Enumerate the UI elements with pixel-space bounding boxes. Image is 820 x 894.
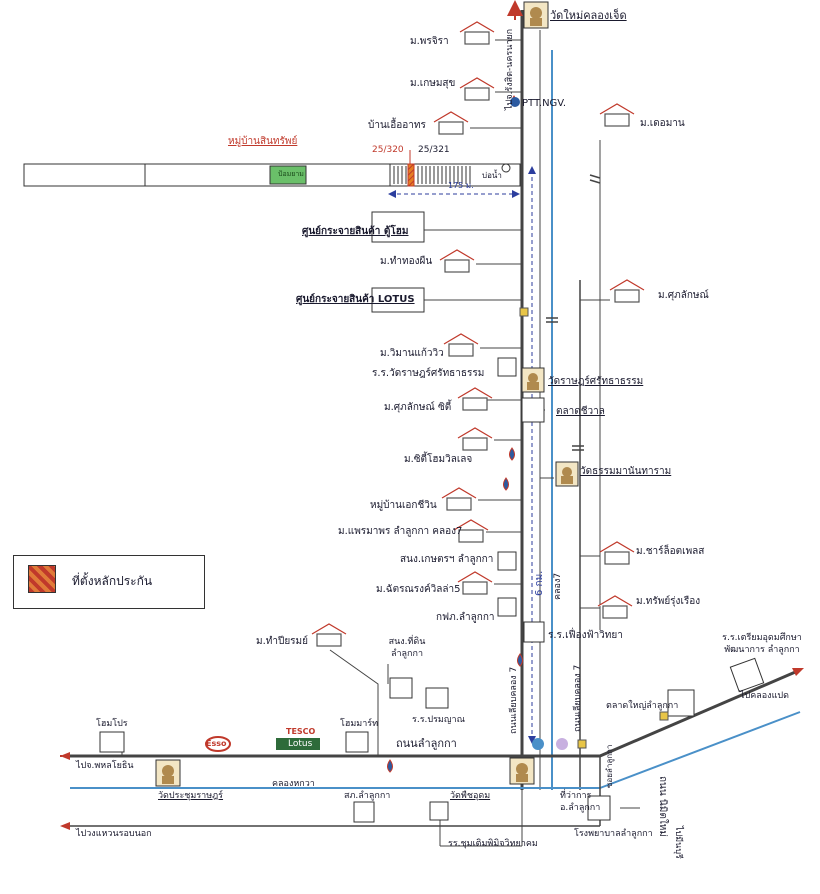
nimit-road-label: ถนน นิมิตใหม่	[657, 776, 668, 837]
village-label: หมู่บ้านเอกชีวิน	[370, 500, 437, 511]
distance-dimension	[388, 190, 520, 198]
village-label: ม.เกษมสุข	[410, 78, 456, 89]
temple-label: วัดใหม่คลองเจ็ด	[550, 9, 627, 22]
pond-icon	[501, 163, 511, 173]
tesco-label: TESCO	[286, 727, 316, 736]
main-v-road-label: ถนนเลียบคลอง 7	[509, 666, 519, 734]
place-label: โฮมมาร์ท	[340, 719, 379, 729]
east-v-road-label: ถนนเลียบคลอง 7	[573, 664, 583, 732]
lotus-logo	[276, 738, 320, 750]
connector-lines	[121, 39, 640, 847]
lower-road	[60, 822, 600, 830]
plot-label-b: 25/321	[418, 145, 450, 155]
guard-label: ป้อมยาม	[278, 170, 304, 178]
place-label: สนง.ที่ดิน ลำลูกกา	[388, 637, 426, 659]
km-dimension	[528, 166, 536, 744]
road-west-label: ไปวงแหวนรอบนอก	[76, 829, 152, 839]
place-label: โฮมโปร	[96, 719, 128, 729]
place-label: ร.ร.เตรียมอุดมศึกษา พัฒนาการ ลำลูกกา	[722, 633, 802, 655]
place-label: วัดธรรมมานันทาราม	[580, 466, 672, 477]
property-road	[23, 150, 521, 187]
village-label: ม.ชาร์ล็อตเพลส	[636, 546, 705, 557]
plot-label-a: 25/320	[372, 145, 404, 155]
place-label: สภ.ลำลูกกา	[344, 791, 391, 801]
minburi-label: ไปมีนบุรี	[673, 826, 683, 859]
legend: ที่ตั้งหลักประกัน	[13, 555, 205, 609]
road-east-label: ไปคลองแปด	[740, 691, 789, 701]
village-label: ม.ซิตี้โฮมวิลเลจ	[404, 454, 473, 465]
village-label: ม.วิมานแก้ววิว	[380, 348, 444, 359]
temple-icons	[155, 1, 579, 787]
legend-label: ที่ตั้งหลักประกัน	[72, 574, 153, 588]
main-road-label: ถนนลำลูกกา	[396, 737, 457, 750]
legend-swatch	[28, 565, 56, 593]
junction-icons	[532, 738, 568, 750]
pond-label: บ่อน้ำ	[482, 171, 502, 180]
distance-label: 175 ม.	[448, 181, 474, 190]
canal-label: คลองหกวา	[272, 779, 315, 789]
place-label: วัดพืชอุดม	[450, 791, 491, 801]
place-label: ที่ว่าการ อ.ลำลูกกา	[560, 791, 601, 813]
esso-logo	[205, 736, 231, 752]
esso-label: Esso	[206, 739, 227, 748]
house-icons	[311, 21, 645, 647]
road-west-label: ไปจ.พหลโยธิน	[76, 761, 134, 771]
diagonal-east-road	[599, 668, 804, 789]
village-label: บ้านเอื้ออาทร	[368, 120, 426, 131]
place-label: ร.ร.วัดราษฎร์ศรัทธาธรรม	[372, 368, 485, 379]
village-label: ม.ศุภลักษณ์	[658, 290, 709, 301]
place-label: รร.ชุมเติมพิมิจวิทยาคม	[448, 839, 538, 849]
village-label: ม.เดอมาน	[640, 118, 685, 129]
place-label: วัดประชุมราษฎร์	[158, 791, 224, 801]
place-label: ตลาดใหญ่ลำลูกกา	[606, 701, 679, 711]
ptt-icon	[510, 97, 520, 107]
village-label: ม.แพรมาพร ลำลูกกา คลอง7	[338, 526, 463, 537]
building-boxes	[99, 211, 765, 823]
main-horizontal-road	[60, 752, 600, 760]
place-label: วัดราษฎร์ศรัทธาธรรม	[548, 376, 644, 387]
ptt-label: PTT.NGV.	[522, 98, 567, 109]
km-label: 6 กม.	[534, 570, 545, 596]
scan-artifact	[232, 466, 240, 506]
yellow-markers	[519, 307, 669, 749]
place-label: กฟภ.ลำลูกกา	[436, 612, 495, 623]
village-label: ม.ทรัพย์รุ่งเรือง	[636, 596, 701, 607]
canal-v-label: คลอง7	[553, 572, 563, 600]
scan-artifact	[80, 500, 240, 510]
road-breaks	[546, 174, 601, 451]
place-label: ตลาดชีวาล	[556, 406, 605, 417]
village-label: ม.ศุภลักษณ์ ซิตี้	[384, 402, 452, 413]
place-label: ร.ร.เฟื่องฟ้าวิทยา	[548, 630, 623, 641]
village-label: ม.ทำปียรมย์	[256, 636, 309, 647]
place-label: สนง.เกษตรฯ ลำลูกกา	[400, 554, 494, 565]
lotus-label: Lotus	[288, 739, 313, 749]
fuel-station-icons	[387, 95, 523, 773]
place-label: ศูนย์กระจายสินค้า LOTUS	[296, 294, 415, 305]
place-label: ร.ร.ปรมญาณ	[412, 715, 465, 725]
property-title: หมู่บ้านสินทรัพย์	[228, 136, 298, 147]
village-label: ม.พรจิรา	[410, 36, 449, 47]
road-north-label: ไปจ.รังสิต-นครนายก	[505, 28, 515, 110]
village-label: ม.ฉัตรณรงค์วิลล่า5	[376, 584, 461, 595]
soi-label: ซอยลำลูกกา	[605, 744, 614, 788]
place-label: โรงพยาบาลลำลูกกา	[574, 829, 653, 839]
place-label: ศูนย์กระจายสินค้า ตู้โฮม	[302, 226, 409, 237]
village-label: ม.ทำทองผืน	[380, 256, 433, 267]
